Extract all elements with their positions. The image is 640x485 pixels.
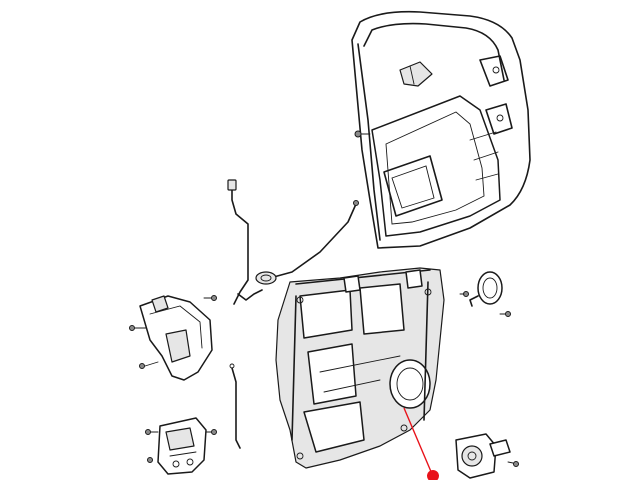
door-module-carrier <box>275 267 445 469</box>
lock-rod-lower <box>229 363 241 449</box>
lock-rod <box>269 200 359 279</box>
callout-leader-line <box>403 407 433 475</box>
door-shell <box>351 10 531 249</box>
speaker-grommet <box>255 271 277 285</box>
part-callout <box>403 407 439 482</box>
callout-marker[interactable] <box>427 470 439 482</box>
latch-actuator <box>145 417 217 475</box>
outside-handle-bracket <box>459 271 511 317</box>
latch-rod <box>227 179 263 305</box>
door-latch <box>129 295 217 381</box>
window-regulator-motor <box>455 433 519 479</box>
